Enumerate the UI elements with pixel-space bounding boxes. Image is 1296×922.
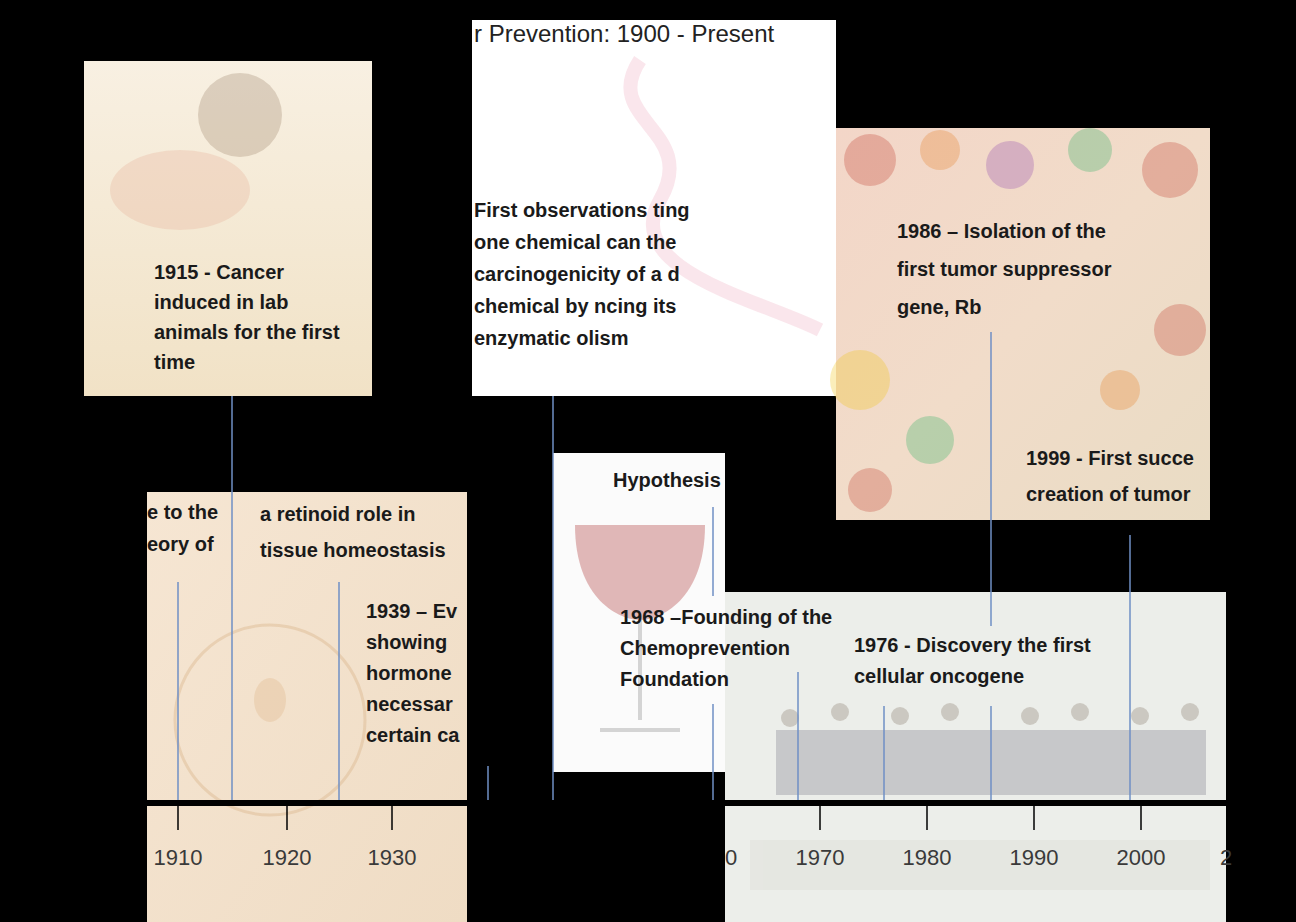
event-text: 1915 - Cancer induced in lab animals for…: [154, 257, 359, 377]
axis-year-label: 1910: [154, 845, 203, 871]
event-text: 1999 - First succe creation of tumor: [1026, 440, 1206, 512]
event-text: e to the eory of: [147, 496, 247, 560]
axis-year-label: 1920: [263, 845, 312, 871]
photo-figure: [198, 73, 282, 157]
photo-figure: [110, 150, 250, 230]
panel-ribbon: [472, 20, 836, 396]
title-panel: First observations ting one chemical can…: [472, 20, 836, 396]
event-text: First observations ting one chemical can…: [474, 194, 729, 354]
event-text: Hypothesis: [613, 465, 725, 495]
event-text: 1968 –Founding of the Chemoprevention Fo…: [620, 602, 850, 695]
axis-year-label: 2000: [1117, 845, 1166, 871]
panel-group-photo: [725, 592, 1226, 922]
group-photo-people: [750, 703, 1210, 890]
axis-year-label: 0: [725, 845, 737, 871]
event-panel: 1986 – Isolation of the first tumor supp…: [836, 128, 1210, 520]
vitruvian-figure: [254, 678, 286, 722]
event-panel: 1968 –Founding of the Chemoprevention Fo…: [612, 592, 1226, 922]
panel-mother-child: [84, 61, 372, 396]
panel-vitruvian: [147, 492, 467, 922]
event-text: 1939 – Ev showing hormone necessar certa…: [366, 596, 464, 751]
axis-year-label: 1970: [796, 845, 845, 871]
slide-title: r Prevention: 1900 - Present: [474, 20, 774, 48]
axis-year-label: 2: [1220, 845, 1232, 871]
axis-year-label: 1990: [1010, 845, 1059, 871]
leader-lines: [178, 332, 1130, 800]
vitruvian-circle: [175, 625, 365, 815]
event-panel: 1915 - Cancer induced in lab animals for…: [84, 61, 372, 396]
fruit-pattern: [830, 128, 1206, 512]
panel-fruit: [836, 128, 1210, 520]
axis-year-label: 1930: [368, 845, 417, 871]
event-text: 1976 - Discovery the first cellular onco…: [854, 630, 1116, 692]
ribbon: [630, 60, 820, 330]
timeline-axis: [147, 800, 1226, 806]
wine-glass: [575, 525, 705, 620]
event-text: 1986 – Isolation of the first tumor supp…: [897, 212, 1137, 326]
axis-year-label: 1980: [903, 845, 952, 871]
axis-ticks: [178, 803, 1141, 830]
event-text: a retinoid role in tissue homeostasis: [260, 496, 460, 568]
